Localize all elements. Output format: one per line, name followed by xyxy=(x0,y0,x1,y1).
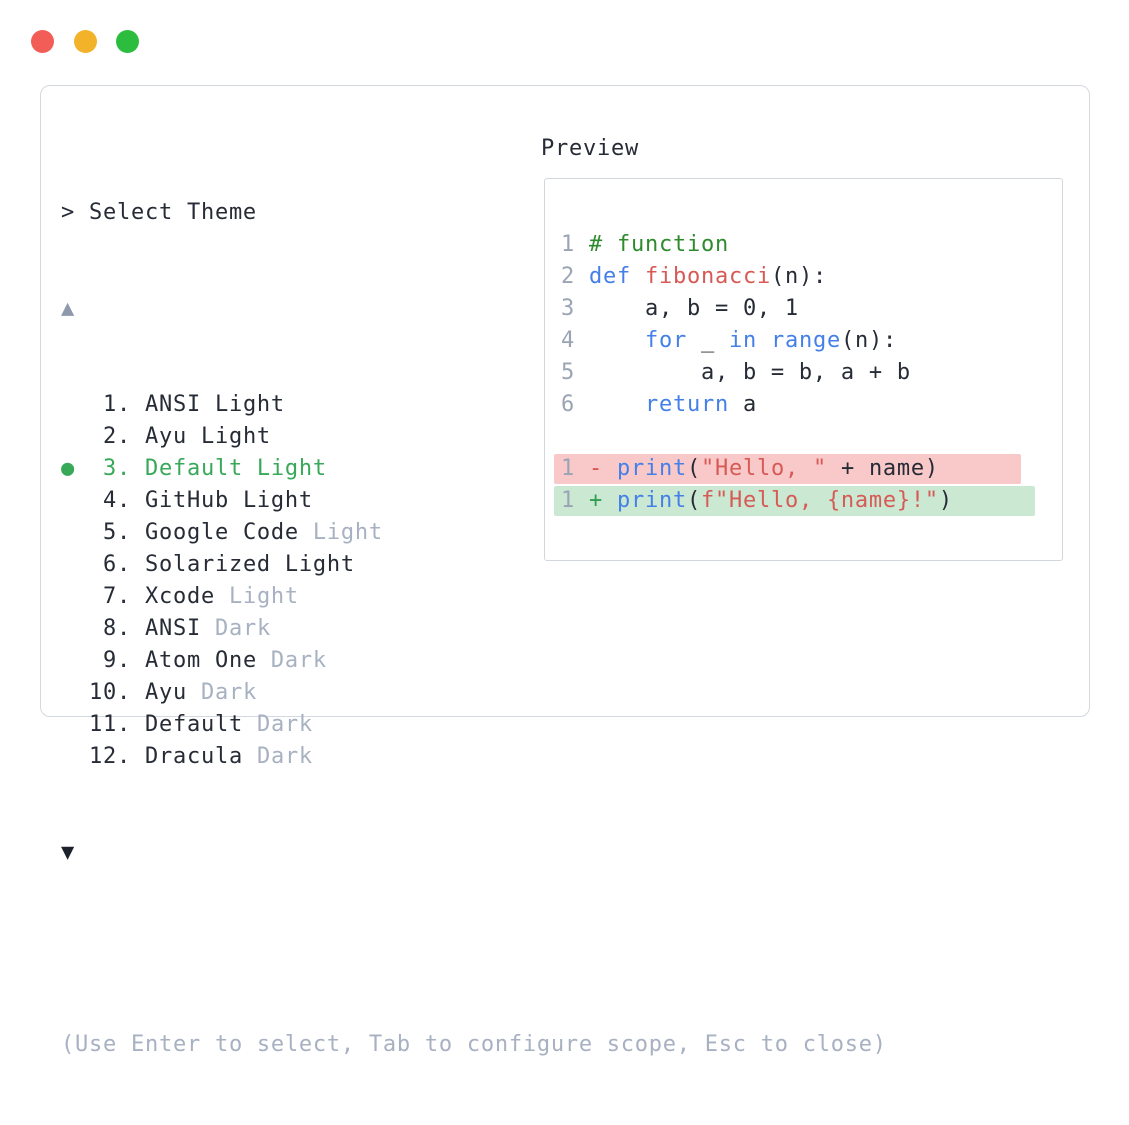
theme-option-10[interactable]: 10. Ayu Dark xyxy=(61,677,887,709)
spacer-row xyxy=(61,933,887,965)
theme-option-label: 10. Ayu xyxy=(75,680,187,705)
diff-added-line: 1 + print(f"Hello, {name}!") xyxy=(554,485,1035,517)
theme-option-label: 4. GitHub Light xyxy=(75,488,313,513)
theme-option-6[interactable]: 6. Solarized Light xyxy=(61,549,887,581)
minimize-button[interactable] xyxy=(74,30,97,53)
theme-option-label: 7. Xcode xyxy=(75,584,215,609)
code-line xyxy=(561,421,1035,453)
scroll-up-icon[interactable]: ▲ xyxy=(61,296,75,321)
line-number: 3 xyxy=(561,296,575,321)
preview-label: Preview xyxy=(541,136,639,161)
code-line: 3 a, b = 0, 1 xyxy=(561,296,799,321)
diff-removed-line: 1 - print("Hello, " + name) xyxy=(554,453,1035,485)
theme-option-3[interactable]: ● 3. Default Light xyxy=(61,453,887,485)
code-line: 6 return a xyxy=(561,392,757,417)
theme-option-8[interactable]: 8. ANSI Dark xyxy=(61,613,887,645)
theme-picker-panel: > Select Theme ▲ 1. ANSI Light 2. Ayu Li… xyxy=(40,85,1090,1057)
select-theme-prompt: > Select Theme xyxy=(61,200,257,225)
theme-option-variant-label: Dark xyxy=(256,648,327,673)
keyboard-hint: (Use Enter to select, Tab to configure s… xyxy=(61,1032,887,1057)
line-number: 1 xyxy=(561,456,575,481)
bullet-spacer xyxy=(61,552,75,577)
bullet-spacer xyxy=(61,648,75,673)
theme-option-variant-label: Dark xyxy=(186,680,257,705)
theme-option-1[interactable]: 1. ANSI Light xyxy=(61,389,887,421)
theme-option-label: 5. Google Code xyxy=(75,520,299,545)
theme-option-5[interactable]: 5. Google Code Light xyxy=(61,517,887,549)
theme-option-2[interactable]: 2. Ayu Light xyxy=(61,421,887,453)
theme-option-9[interactable]: 9. Atom One Dark xyxy=(61,645,887,677)
diff-removed-highlight: 1 - print("Hello, " + name) xyxy=(554,454,1021,484)
theme-option-label: 9. Atom One xyxy=(75,648,257,673)
bullet-spacer xyxy=(61,488,75,513)
bullet-spacer xyxy=(61,712,75,737)
line-number: 4 xyxy=(561,328,575,353)
scroll-down-icon[interactable]: ▼ xyxy=(61,840,75,865)
bullet-spacer xyxy=(61,616,75,641)
code-line: 1 # function xyxy=(561,232,729,257)
code-line: 5 a, b = b, a + b xyxy=(561,360,911,385)
selected-bullet-icon: ● xyxy=(61,456,75,481)
line-number: 5 xyxy=(561,360,575,385)
theme-list: 1. ANSI Light 2. Ayu Light● 3. Default L… xyxy=(61,389,887,773)
bullet-spacer xyxy=(61,520,75,545)
code-line: 4 for _ in range(n): xyxy=(561,328,897,353)
bullet-spacer xyxy=(61,680,75,705)
close-button[interactable] xyxy=(31,30,54,53)
theme-option-variant-label: Dark xyxy=(242,712,313,737)
diff-added-highlight: 1 + print(f"Hello, {name}!") xyxy=(554,486,1035,516)
line-number: 2 xyxy=(561,264,575,289)
code-line: 2 def fibonacci(n): xyxy=(561,264,827,289)
theme-option-variant-label: Dark xyxy=(200,616,271,641)
theme-option-label: 1. ANSI Light xyxy=(75,392,285,417)
theme-option-11[interactable]: 11. Default Dark xyxy=(61,709,887,741)
theme-option-12[interactable]: 12. Dracula Dark xyxy=(61,741,887,773)
code-preview: 1 # function 2 def fibonacci(n): 3 a, b = … xyxy=(554,229,1035,517)
theme-option-label: 3. Default Light xyxy=(75,456,327,481)
bullet-spacer xyxy=(61,424,75,449)
line-number: 1 xyxy=(561,232,575,257)
theme-option-variant-label: Light xyxy=(214,584,299,609)
theme-option-variant-label: Light xyxy=(298,520,383,545)
theme-option-label: 2. Ayu Light xyxy=(75,424,271,449)
theme-option-7[interactable]: 7. Xcode Light xyxy=(61,581,887,613)
line-number: 6 xyxy=(561,392,575,417)
theme-option-label: 11. Default xyxy=(75,712,243,737)
bullet-spacer xyxy=(61,392,75,417)
theme-option-label: 6. Solarized Light xyxy=(75,552,355,577)
theme-option-4[interactable]: 4. GitHub Light xyxy=(61,485,887,517)
zoom-button[interactable] xyxy=(116,30,139,53)
theme-option-label: 8. ANSI xyxy=(75,616,201,641)
bullet-spacer xyxy=(61,584,75,609)
line-number: 1 xyxy=(561,488,575,513)
